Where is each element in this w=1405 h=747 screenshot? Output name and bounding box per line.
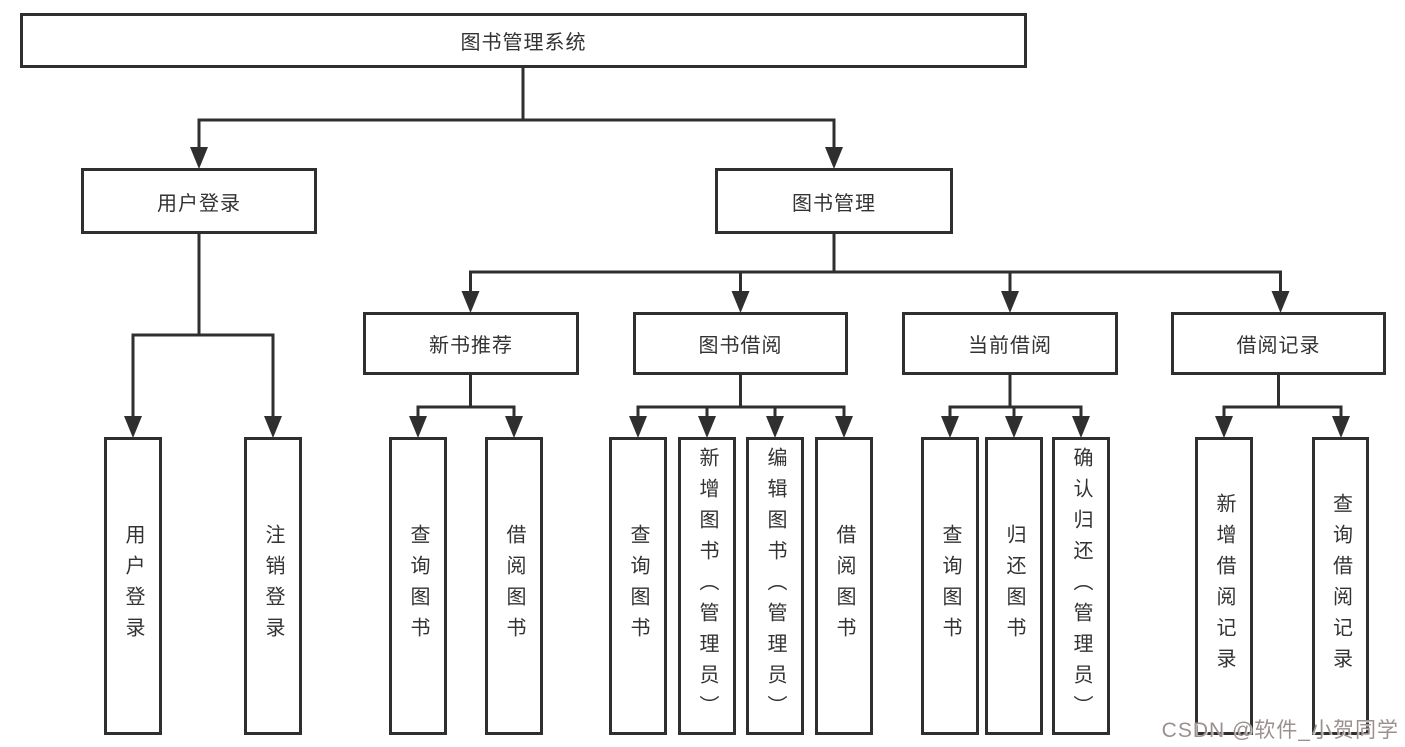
leaf-user-login: 用户登录 [104, 437, 162, 735]
node-book-borrowing: 图书借阅 [633, 312, 848, 375]
leaf-label: 查询图书 [627, 524, 649, 648]
leaf-borrow-books-recommend: 借阅图书 [485, 437, 543, 735]
leaf-edit-books-admin: 编辑图书（管理员） [746, 437, 804, 735]
node-label: 图书管理 [792, 192, 876, 215]
node-root: 图书管理系统 [20, 13, 1027, 68]
leaf-label: 新增图书（管理员） [696, 446, 718, 726]
node-current-borrowing: 当前借阅 [902, 312, 1118, 375]
leaf-confirm-return-admin: 确认归还（管理员） [1052, 437, 1110, 735]
leaf-label: 注销登录 [262, 524, 284, 648]
node-label: 借阅记录 [1236, 335, 1321, 357]
leaf-borrow-books-borrowing: 借阅图书 [815, 437, 873, 735]
node-label: 图书管理系统 [460, 32, 587, 54]
node-label: 新书推荐 [429, 335, 513, 357]
leaf-label: 新增借阅记录 [1213, 493, 1235, 679]
leaf-return-books: 归还图书 [985, 437, 1043, 735]
watermark: CSDN @软件_小贺同学 [1161, 719, 1399, 742]
leaf-label: 借阅图书 [833, 524, 855, 648]
node-book-management: 图书管理 [715, 168, 953, 234]
leaf-add-borrow-record: 新增借阅记录 [1195, 437, 1253, 735]
leaf-query-books-recommend: 查询图书 [389, 437, 447, 735]
node-new-book-recommendation: 新书推荐 [363, 312, 579, 375]
leaf-query-borrow-record: 查询借阅记录 [1312, 437, 1369, 735]
leaf-label: 查询借阅记录 [1329, 493, 1352, 679]
leaf-logout: 注销登录 [244, 437, 302, 735]
node-label: 当前借阅 [968, 335, 1052, 357]
node-label: 图书借阅 [698, 335, 783, 357]
node-user-login: 用户登录 [81, 168, 317, 234]
leaf-label: 借阅图书 [503, 524, 525, 648]
leaf-add-books-admin: 新增图书（管理员） [678, 437, 736, 735]
leaf-label: 确认归还（管理员） [1070, 446, 1092, 726]
leaf-query-books-current: 查询图书 [921, 437, 979, 735]
leaf-label: 查询图书 [939, 524, 961, 648]
leaf-label: 查询图书 [407, 524, 429, 648]
leaf-label: 用户登录 [122, 524, 144, 648]
node-label: 用户登录 [157, 192, 241, 215]
leaf-query-books-borrowing: 查询图书 [609, 437, 667, 735]
leaf-label: 编辑图书（管理员） [764, 446, 786, 726]
node-borrowing-records: 借阅记录 [1171, 312, 1386, 375]
leaf-label: 归还图书 [1003, 524, 1025, 648]
